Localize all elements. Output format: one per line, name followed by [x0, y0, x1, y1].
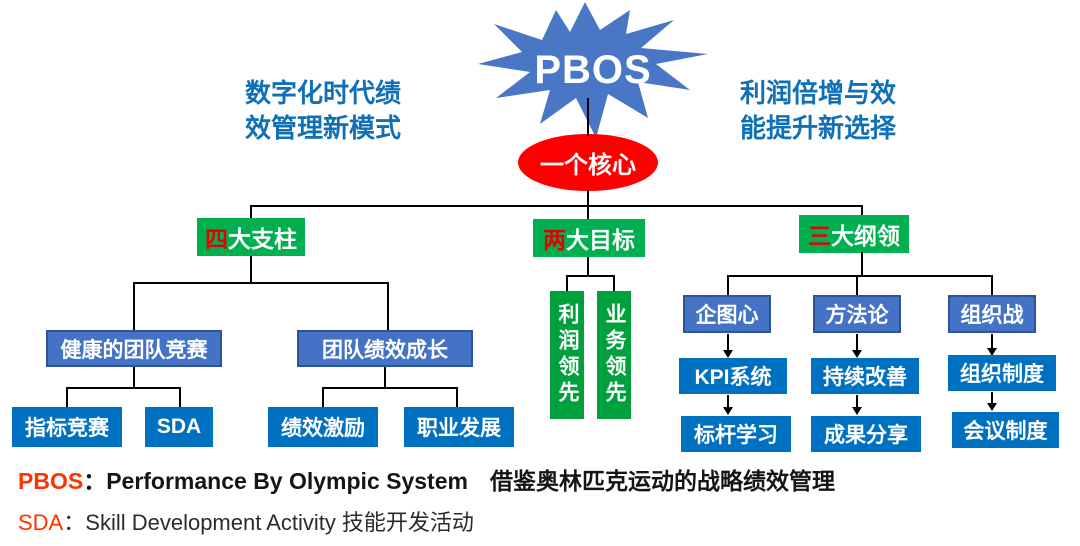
connector-line: [250, 205, 252, 219]
connector-line: [66, 387, 68, 407]
leaf-box-performance-incentive: 绩效激励: [268, 407, 378, 447]
leaf-box-indicator-competition: 指标竞赛: [12, 407, 122, 447]
column-bottom-label: 会议制度: [963, 420, 1048, 443]
column-mid-label: KPI系统: [694, 366, 772, 389]
left-tagline-line1: 数字化时代绩: [245, 78, 402, 108]
connector-line: [250, 256, 252, 283]
connector-line: [179, 387, 181, 407]
leaf-label: SDA: [156, 415, 202, 438]
group-box-healthy-team-competition: 健康的团队竞赛: [46, 330, 222, 367]
connector-line: [727, 275, 729, 295]
right-tagline-line2: 能提升新选择: [740, 113, 897, 143]
footnote-english: Skill Development Activity: [85, 510, 336, 535]
column-mid-label: 组织制度: [960, 363, 1044, 386]
pbos-title: PBOS: [534, 48, 651, 92]
footnote-chinese: 借鉴奥林匹克运动的战略绩效管理: [489, 468, 835, 494]
leaf-box-sda: SDA: [145, 407, 213, 447]
connector-line: [387, 282, 389, 330]
connector-line: [322, 387, 324, 407]
group-label: 健康的团队竞赛: [60, 338, 208, 362]
principles-header: 三大纲领: [799, 215, 909, 253]
box-ambition: 企图心: [683, 295, 771, 333]
connector-line: [250, 205, 863, 207]
connector-line: [861, 252, 863, 276]
leaf-label: 绩效激励: [281, 417, 365, 440]
starburst-icon: PBOS: [478, 2, 708, 138]
goal-label: 利润领先: [556, 303, 579, 407]
goal-label: 业务领先: [603, 303, 626, 407]
connector-line: [133, 282, 389, 284]
column-top-label: 方法论: [825, 304, 889, 327]
group-box-team-performance-growth: 团队绩效成长: [297, 330, 473, 367]
goals-header-first-char: 两: [543, 227, 566, 253]
box-organizational-rules: 组织制度: [948, 355, 1056, 391]
box-methodology: 方法论: [813, 295, 901, 333]
footnote-colon: ：: [83, 468, 107, 494]
column-bottom-label: 标杆学习: [694, 424, 778, 447]
connector-line: [727, 275, 993, 277]
column-top-label: 组织战: [960, 304, 1024, 327]
vertical-box-business-leading: 业务领先: [597, 291, 631, 419]
connector-line: [566, 275, 568, 291]
core-ellipse: 一个核心: [518, 134, 658, 191]
connector-line: [133, 367, 135, 388]
principles-header-first-char: 三: [808, 223, 831, 249]
footnote-term: SDA: [18, 510, 64, 535]
core-label: 一个核心: [540, 152, 636, 179]
goals-header: 两大目标: [533, 219, 645, 257]
footnote-chinese: 技能开发活动: [341, 510, 474, 535]
column-mid-label: 持续改善: [823, 366, 907, 389]
vertical-box-profit-leading: 利润领先: [550, 291, 584, 419]
box-meeting-rules: 会议制度: [952, 412, 1059, 448]
connector-line: [587, 190, 589, 207]
box-organizational-warfare: 组织战: [948, 295, 1036, 333]
left-tagline: 数字化时代绩 效管理新模式: [245, 76, 401, 146]
column-bottom-label: 成果分享: [824, 424, 908, 447]
box-kpi-system: KPI系统: [679, 358, 787, 394]
connector-line: [133, 282, 135, 330]
footnote-term: PBOS: [18, 468, 84, 494]
pillars-header-first-char: 四: [205, 226, 228, 252]
connector-line: [856, 275, 858, 295]
right-tagline-line1: 利润倍增与效: [740, 78, 897, 108]
footnote-english: Performance By Olympic System: [106, 468, 468, 494]
right-tagline: 利润倍增与效 能提升新选择: [740, 76, 896, 146]
connector-line: [613, 275, 615, 291]
box-benchmarking-learning: 标杆学习: [681, 416, 791, 452]
connector-line: [587, 205, 589, 220]
connector-line: [66, 387, 181, 389]
principles-header-rest: 大纲领: [831, 223, 900, 249]
down-arrow-icon: [987, 392, 997, 411]
leaf-label: 指标竞赛: [25, 417, 109, 440]
pillars-header-rest: 大支柱: [228, 226, 297, 252]
connector-line: [566, 275, 615, 277]
down-arrow-icon: [852, 395, 862, 415]
leaf-label: 职业发展: [417, 417, 501, 440]
pbos-starburst: PBOS: [478, 0, 708, 140]
goals-header-rest: 大目标: [566, 227, 635, 253]
box-results-sharing: 成果分享: [811, 416, 921, 452]
footnote-colon: ：: [63, 510, 86, 535]
group-label: 团队绩效成长: [322, 338, 448, 362]
down-arrow-icon: [723, 334, 733, 358]
down-arrow-icon: [723, 395, 733, 415]
connector-line: [587, 257, 589, 276]
connector-line: [861, 205, 863, 216]
pillars-header: 四大支柱: [197, 218, 305, 256]
connector-line: [456, 387, 458, 407]
connector-line: [991, 275, 993, 295]
connector-line: [384, 367, 386, 388]
footnote-pbos: PBOS：Performance By Olympic System 借鉴奥林匹克…: [18, 462, 835, 496]
box-continuous-improvement: 持续改善: [811, 358, 919, 394]
leaf-box-career-development: 职业发展: [404, 407, 514, 447]
column-top-label: 企图心: [695, 304, 759, 327]
down-arrow-icon: [987, 334, 997, 356]
left-tagline-line2: 效管理新模式: [245, 113, 402, 143]
connector-line: [322, 387, 458, 389]
down-arrow-icon: [852, 334, 862, 358]
connector-line: [587, 98, 589, 136]
